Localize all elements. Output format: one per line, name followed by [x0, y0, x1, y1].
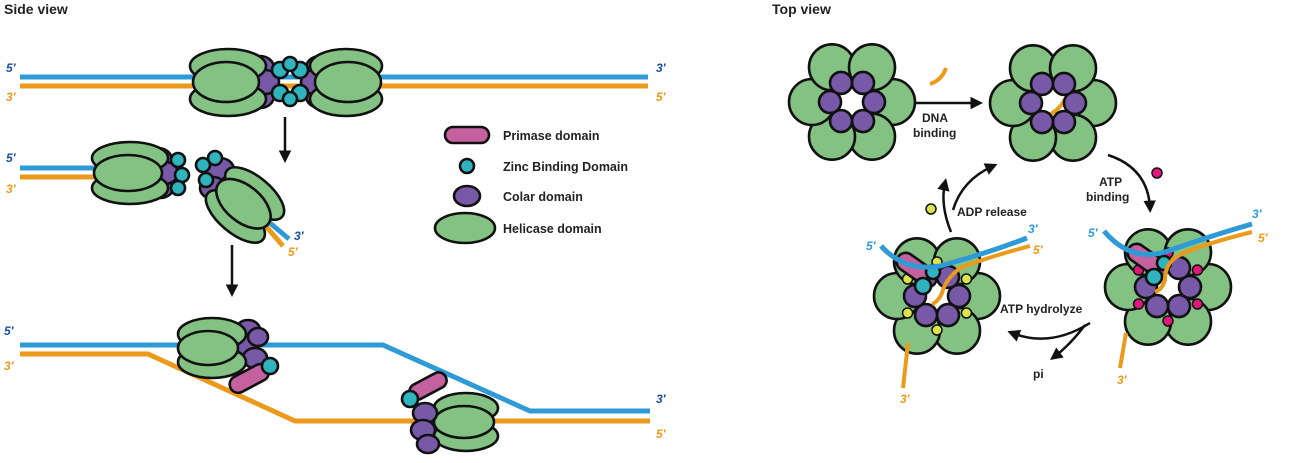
- helicase-domain: [176, 316, 248, 380]
- leading-strand: [879, 235, 1028, 270]
- end-label: 3′: [294, 229, 305, 243]
- side-row-3: 5′ 3′ 3′ 5′: [4, 316, 667, 455]
- arrow-pi-release: [1050, 324, 1086, 361]
- end-label: 5′: [288, 245, 299, 259]
- side-row-1: 5′ 3′ 3′ 5′: [6, 47, 667, 118]
- end-label: 3′: [6, 90, 17, 104]
- zinc-domain: [260, 356, 280, 376]
- legend-zinc-swatch: [458, 157, 476, 175]
- helicase-domain: [432, 391, 500, 453]
- colar-subunit: [1177, 274, 1203, 300]
- helicase-domain-right: [308, 47, 384, 118]
- lagging-strand: [1154, 230, 1253, 294]
- zinc-domain: [1144, 267, 1164, 287]
- colar-subunit: [817, 89, 843, 115]
- legend-label: Colar domain: [503, 190, 583, 204]
- step-label: binding: [913, 126, 956, 140]
- zinc-domain-cluster: [169, 149, 224, 197]
- step-label: ATP: [1099, 175, 1122, 189]
- step-label: DNA: [922, 111, 948, 125]
- end-label: 5′: [6, 151, 17, 165]
- adp-state-dna: 5′ 3′ 5′ 3′: [866, 222, 1044, 406]
- colar-subunit: [946, 283, 972, 309]
- end-label: 3′: [656, 392, 667, 406]
- colar-subunit: [850, 70, 876, 96]
- hexamer-dna-bound: [988, 44, 1118, 162]
- adp-molecule: [925, 203, 937, 215]
- end-label: 5′: [4, 324, 15, 338]
- ssdna-fragment: [929, 67, 948, 86]
- colar-subunit: [1062, 90, 1088, 116]
- end-label: 3′: [1117, 373, 1128, 387]
- zinc-domain-cluster: [270, 55, 310, 108]
- arrow-atp-binding: [1107, 153, 1156, 213]
- colar-subunit: [1144, 293, 1170, 319]
- colar-subunit: [861, 89, 887, 115]
- nucleotide: [931, 324, 943, 336]
- colar-subunit: [1029, 109, 1055, 135]
- colar-subunit: [1051, 71, 1077, 97]
- colar-subunit: [913, 302, 939, 328]
- nucleotide: [960, 307, 973, 319]
- colar-subunit: [828, 70, 854, 96]
- helicase-domain-right: [204, 166, 286, 244]
- nucleotide: [1132, 298, 1145, 310]
- end-label: 3′: [1252, 207, 1263, 221]
- arrow-to-dna-bound: [951, 163, 998, 211]
- nucleotide: [960, 273, 973, 285]
- helicase-domain-left: [188, 47, 268, 118]
- step-label: ATP hydrolyze: [1000, 302, 1083, 316]
- legend-primase-swatch: [443, 125, 491, 145]
- step-label: pi: [1033, 367, 1044, 381]
- end-label: 3′: [656, 61, 667, 75]
- legend-colar-swatch: [452, 184, 482, 208]
- atp-molecule: [1151, 167, 1163, 179]
- nucleotide: [1162, 315, 1174, 327]
- end-label: 5′: [1258, 231, 1269, 245]
- end-label: 3′: [4, 359, 15, 373]
- end-label: 5′: [656, 427, 667, 441]
- colar-subunit: [1018, 90, 1044, 116]
- step-label: ADP release: [957, 205, 1027, 219]
- nucleotide: [1191, 264, 1204, 276]
- colar-domain-cluster: [409, 401, 441, 455]
- colar-subunit: [1029, 71, 1055, 97]
- end-label: 5′: [866, 239, 877, 253]
- legend-label: Zinc Binding Domain: [503, 160, 628, 174]
- side-view-title: Side view: [4, 1, 68, 17]
- zinc-domain: [400, 389, 420, 409]
- legend-label: Primase domain: [503, 129, 600, 143]
- helicase-domain-left: [90, 140, 170, 206]
- end-label: 3′: [1028, 222, 1039, 236]
- nucleotide: [901, 307, 914, 319]
- end-label: 3′: [900, 392, 911, 406]
- lagging-strand: [931, 244, 1031, 306]
- atp-state-dna: 5′ 3′ 5′ 3′: [1088, 207, 1269, 387]
- colar-subunit: [850, 108, 876, 134]
- arrow-adp-release: [937, 178, 953, 233]
- end-label: 3′: [6, 182, 17, 196]
- legend: Primase domain Zinc Binding Domain Colar…: [433, 125, 628, 245]
- hexamer-apo: [787, 43, 917, 161]
- legend-label: Helicase domain: [503, 222, 602, 236]
- lagging-strand-tail: [1118, 332, 1128, 369]
- top-view-title: Top view: [772, 1, 831, 17]
- end-label: 5′: [656, 90, 667, 104]
- nucleotide: [1191, 298, 1204, 310]
- colar-subunit: [935, 302, 961, 328]
- end-label: 5′: [6, 61, 17, 75]
- legend-helicase-swatch: [433, 211, 497, 245]
- side-row-2: 5′ 3′ 3′ 5′: [6, 140, 305, 259]
- colar-subunit: [1051, 109, 1077, 135]
- step-label: binding: [1086, 190, 1129, 204]
- arrow-atp-hydrolyze: [1007, 321, 1091, 342]
- zinc-domain: [913, 276, 933, 296]
- lagging-strand: [262, 222, 285, 248]
- colar-subunit: [828, 108, 854, 134]
- end-label: 5′: [1088, 226, 1099, 240]
- colar-subunit: [1166, 293, 1192, 319]
- lagging-strand-tail: [901, 342, 910, 389]
- end-label: 5′: [1033, 243, 1044, 257]
- leading-strand: [1102, 221, 1253, 257]
